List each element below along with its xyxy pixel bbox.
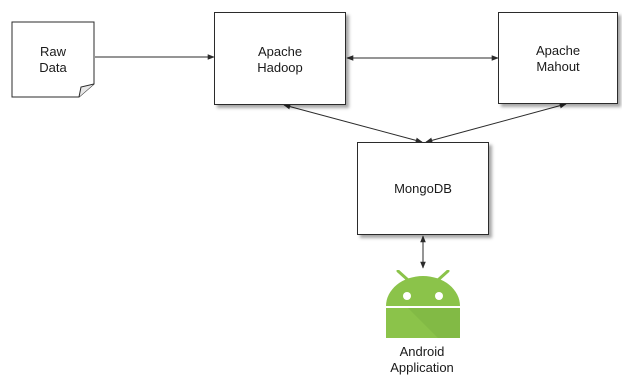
raw-data-label-line2: Data xyxy=(39,60,67,75)
apache-hadoop-label-line1: Apache xyxy=(257,44,303,59)
raw-data-node: Raw Data xyxy=(11,21,97,99)
apache-hadoop-label-line2: Hadoop xyxy=(257,60,303,75)
raw-data-label-line1: Raw xyxy=(39,44,66,59)
apache-mahout-label-line1: Apache xyxy=(535,43,581,58)
android-application-label-line2: Application xyxy=(390,360,454,375)
apache-mahout-node: Apache Mahout xyxy=(498,12,618,104)
apache-hadoop-node: Apache Hadoop xyxy=(214,12,346,105)
document-shape xyxy=(11,21,95,98)
edge-hadoop-mongodb xyxy=(283,103,423,144)
android-application-label-line1: Android xyxy=(399,344,445,359)
mongodb-label: MongoDB xyxy=(358,181,488,197)
raw-data-label: Raw Data xyxy=(11,44,95,76)
edge-mahout-mongodb xyxy=(425,102,567,144)
android-robot-icon xyxy=(386,270,460,338)
apache-mahout-label: Apache Mahout xyxy=(499,43,617,75)
mongodb-label-text: MongoDB xyxy=(394,181,452,196)
mongodb-node: MongoDB xyxy=(357,142,489,235)
apache-hadoop-label: Apache Hadoop xyxy=(215,44,345,76)
android-application-label: Android Application xyxy=(372,344,472,376)
apache-mahout-label-line2: Mahout xyxy=(536,59,580,74)
